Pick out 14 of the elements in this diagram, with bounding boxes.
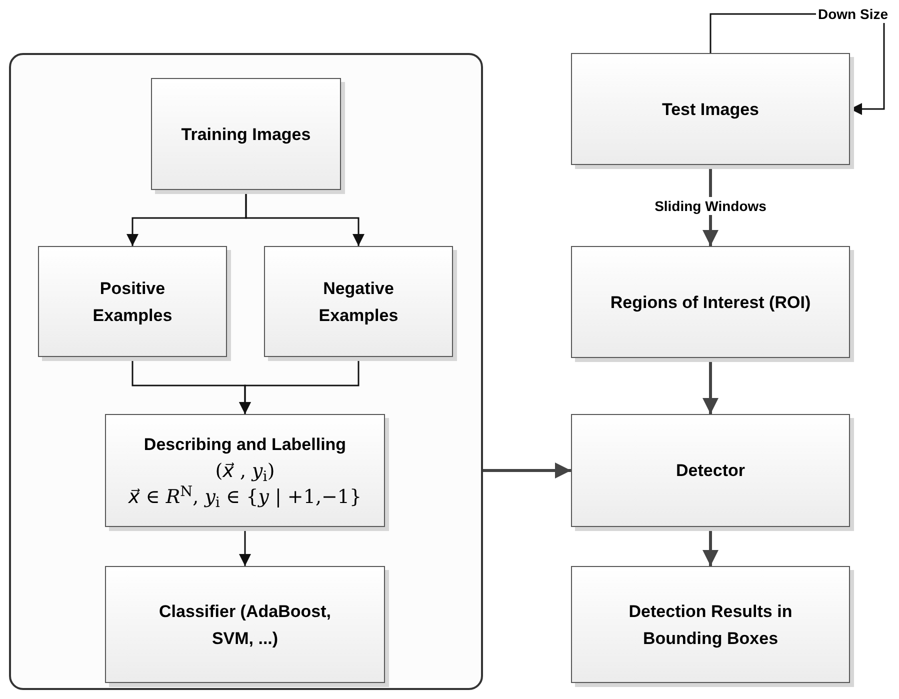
box-title: Describing and Labelling [144, 434, 346, 456]
box-title: Detector [676, 460, 745, 482]
formula: (x⃗ , y$_{i}$) [215, 459, 275, 484]
box-title: Test Images [662, 98, 759, 121]
box-title: Regions of Interest (ROI) [610, 292, 811, 314]
arrow [483, 462, 571, 478]
box-title: Classifier (AdaBoost, SVM, ...) [158, 600, 332, 650]
box-title: Training Images [181, 124, 311, 146]
box-title: Detection Results in Bounding Boxes [628, 600, 794, 650]
group-container [9, 53, 483, 690]
box-title: Negative Examples [318, 278, 400, 326]
formula: x⃗ ∈ R$^{N}$, y$_{i}$ ∈ {y | +1,−1} [128, 484, 362, 510]
box-title: Positive Examples [92, 278, 174, 326]
edge-label: Sliding Windows [652, 196, 768, 214]
